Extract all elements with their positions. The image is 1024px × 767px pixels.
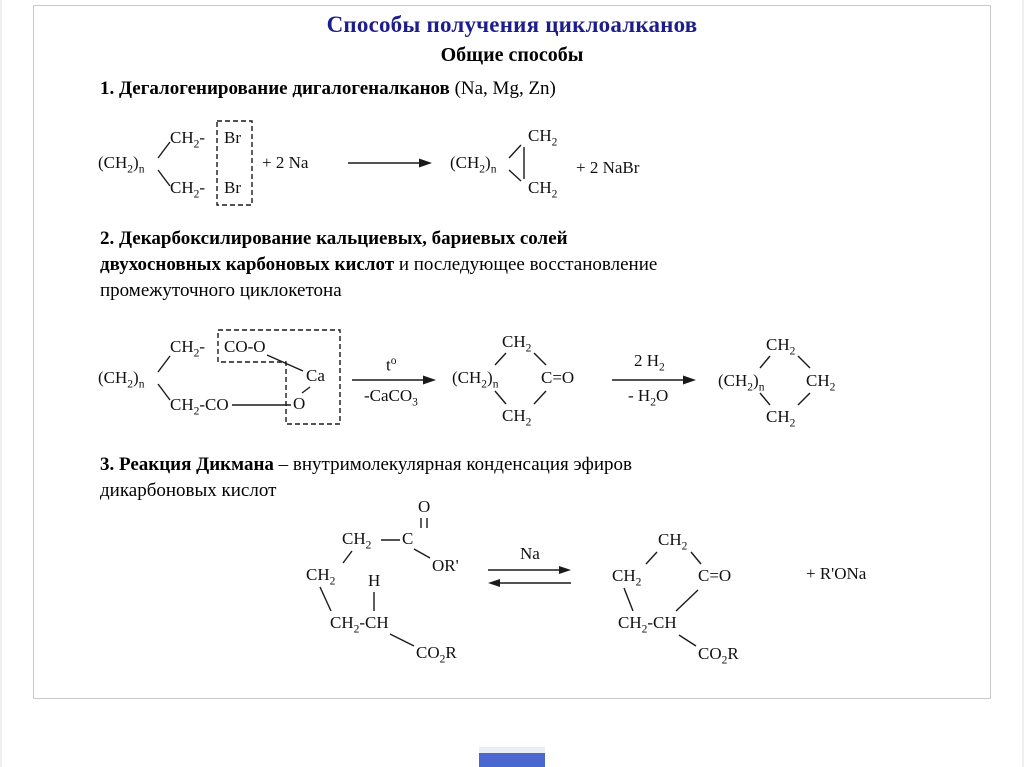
s1-product-ch2-bottom: CH2 — [528, 178, 558, 201]
s3-ring-carbonyl: C=O — [698, 566, 732, 585]
section2-heading-line3: промежуточного циклокетона — [100, 280, 342, 301]
s2-product-ch2-right: CH2 — [806, 371, 836, 394]
section2-heading-line1: 2. Декарбоксилирование кальциевых, барие… — [100, 228, 568, 249]
s3-ester-group: CO2R — [416, 643, 457, 666]
s1-reagent: + 2 Na — [262, 153, 309, 172]
s2-top-chain: CH2- — [170, 337, 206, 360]
s2-ketone-ch2-top: CH2 — [502, 332, 532, 355]
section2-heading-line2: двухосновных карбоновых кислот и последу… — [100, 254, 658, 275]
section3-heading-line2: дикарбоновых кислот — [100, 480, 277, 501]
s2-top-ester: CO-O — [224, 337, 266, 356]
section3-heading-line1: 3. Реакция Дикмана – внутримолекулярная … — [100, 454, 632, 475]
s2-product-core: (CH2)n — [718, 371, 765, 394]
s2-bottom-oxygen: O — [293, 394, 306, 413]
scheme1-bonds — [157, 141, 525, 187]
section2-heading: 2. Декарбоксилирование кальциевых, барие… — [100, 226, 657, 304]
right-edge-shadow — [1022, 0, 1024, 767]
scheme2-cycloalkane-ring-bonds — [759, 355, 811, 406]
s3-ring-ch2-left: CH2 — [612, 566, 642, 589]
scheme1-halide-dashed-box — [216, 120, 253, 206]
scheme3-open-chain-bonds — [319, 518, 431, 647]
s2-ketone-carbonyl: C=O — [541, 368, 575, 387]
s3-ring-ch2-top: CH2 — [658, 530, 688, 553]
scheme1-reaction-arrow — [348, 158, 432, 168]
s3-ring-ester-group: CO2R — [698, 644, 739, 667]
scheme3-ring-bonds — [623, 551, 702, 647]
s1-reactant-core: (CH2)n — [98, 153, 145, 176]
s3-byproduct: + R'ONa — [806, 564, 867, 583]
scheme2-bonds — [157, 354, 311, 406]
s3-ch2-ch: CH2-CH — [330, 613, 389, 636]
scheme2-reaction-arrow-1 — [352, 375, 436, 385]
s3-carbonyl-oxygen: O — [418, 497, 431, 516]
s2-ketone-ch2-bottom: CH2 — [502, 406, 532, 429]
s3-or-prime: OR' — [432, 556, 459, 575]
s3-alpha-hydrogen: H — [368, 571, 381, 590]
section1-heading-bold: 1. Дегалогенирование дигалогеналканов — [100, 78, 450, 99]
s3-carbonyl-carbon: C — [402, 529, 414, 548]
s1-br-top: Br — [224, 128, 241, 147]
s2-product-ch2-top: CH2 — [766, 335, 796, 358]
s1-ch2-bottom: CH2- — [170, 178, 206, 201]
scheme2-reaction-arrow-2 — [612, 375, 696, 385]
s1-byproduct: + 2 NaBr — [576, 158, 640, 177]
s1-ch2-top: CH2- — [170, 128, 206, 151]
left-edge-shadow — [0, 0, 2, 767]
section3-heading: 3. Реакция Дикмана – внутримолекулярная … — [100, 452, 632, 504]
s2-bottom-chain: CH2-CO — [170, 395, 229, 418]
page-title: Способы получения циклоалканов — [326, 12, 698, 37]
scheme3-equilibrium-arrows — [488, 566, 571, 587]
page-subtitle: Общие способы — [440, 44, 584, 66]
s2-reactant-core: (CH2)n — [98, 368, 145, 391]
s1-product-ch2-top: CH2 — [528, 126, 558, 149]
s1-br-bottom: Br — [224, 178, 241, 197]
footer-logo-bottom — [479, 753, 545, 767]
s1-product-core: (CH2)n — [450, 153, 497, 176]
s3-ch2-b: CH2 — [306, 565, 336, 588]
s2-arrow2-condition-below: - H2O — [628, 386, 669, 409]
s2-calcium: Ca — [306, 366, 325, 385]
footer-logo — [479, 747, 545, 767]
scheme2-ketone-ring-bonds — [494, 352, 547, 405]
s3-ring-ch2-ch: CH2-CH — [618, 613, 677, 636]
s2-arrow1-condition-above: to — [386, 355, 397, 375]
footer-logo-top — [479, 747, 545, 753]
section1-heading: 1. Дегалогенирование дигалогеналканов (N… — [100, 76, 556, 102]
s2-product-ch2-bottom: CH2 — [766, 407, 796, 430]
section1-heading-normal: (Na, Mg, Zn) — [449, 78, 556, 99]
s3-ch2-a: CH2 — [342, 529, 372, 552]
s3-catalyst: Na — [520, 544, 540, 563]
s2-arrow2-condition-above: 2 H2 — [634, 351, 665, 374]
scheme2-salt-dashed-box — [217, 329, 341, 425]
s2-arrow1-condition-below: -CaCO3 — [364, 386, 418, 409]
s2-ketone-core: (CH2)n — [452, 368, 499, 391]
